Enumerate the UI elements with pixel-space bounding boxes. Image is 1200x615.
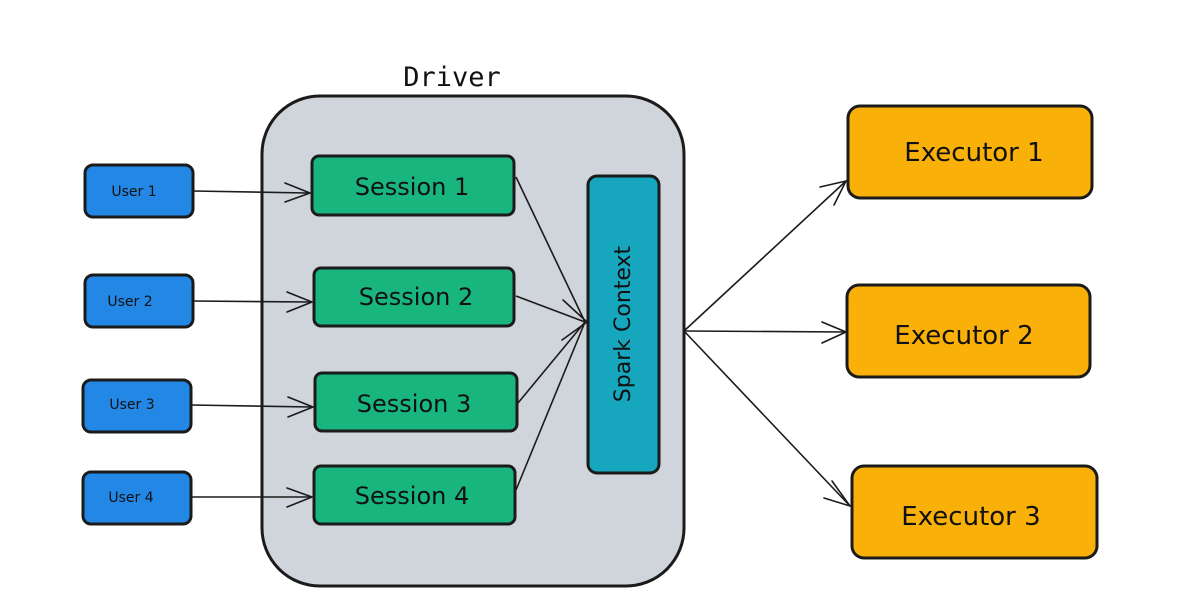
executor-label: Executor 2 — [894, 321, 1033, 351]
user-label: User 3 — [109, 397, 154, 413]
user-label: User 1 — [111, 184, 156, 200]
executor-nodes: Executor 1 Executor 2 Executor 3 — [845, 104, 1099, 560]
user-session-edge — [190, 404, 312, 408]
session-context-edge — [517, 321, 586, 404]
user-label: User 4 — [108, 490, 153, 506]
user-node: User 4 — [81, 470, 193, 526]
session-label: Session 4 — [355, 482, 469, 510]
session-node: Session 3 — [313, 371, 519, 433]
arrowhead — [286, 291, 313, 313]
session-box — [313, 371, 519, 433]
spark-context-box — [586, 174, 661, 475]
user-session-edge — [192, 190, 309, 194]
driver-title: Driver — [403, 62, 501, 93]
user-nodes: User 1 User 2 User 3 User 4 — [81, 163, 195, 526]
session-context-edge — [515, 295, 586, 323]
spark-context-node: Spark Context — [586, 174, 661, 475]
user-label: User 2 — [107, 294, 152, 310]
arrowhead — [561, 299, 588, 341]
session-box — [310, 154, 516, 217]
executor-box — [850, 464, 1099, 560]
session-label: Session 2 — [359, 283, 473, 311]
context-to-executor-edges — [683, 180, 851, 507]
arrowhead — [284, 182, 311, 203]
executor-node: Executor 3 — [850, 464, 1099, 560]
session-context-edge — [515, 176, 586, 323]
user-session-edge — [192, 300, 311, 303]
user-to-session-edges — [190, 182, 314, 508]
executor-node: Executor 2 — [845, 283, 1092, 379]
session-node: Session 1 — [310, 154, 516, 217]
session-context-edge — [515, 321, 586, 491]
arrowhead — [286, 487, 313, 508]
arrowhead — [287, 396, 314, 418]
context-executor-edge — [683, 180, 847, 332]
session-label: Session 1 — [355, 173, 469, 201]
executor-label: Executor 3 — [901, 502, 1040, 532]
session-box — [312, 464, 517, 526]
session-node: Session 4 — [312, 464, 517, 526]
driver-box — [260, 94, 686, 588]
user-node: User 1 — [83, 163, 195, 219]
user-node: User 3 — [81, 378, 193, 434]
arrowhead — [821, 321, 847, 344]
executor-box — [846, 104, 1094, 200]
arrowhead — [823, 480, 851, 507]
session-box — [312, 266, 516, 328]
executor-node: Executor 1 — [846, 104, 1094, 200]
session-label: Session 3 — [357, 390, 471, 418]
executor-box — [845, 283, 1092, 379]
user-box — [81, 378, 193, 434]
spark-context-label: Spark Context — [611, 245, 636, 402]
user-node: User 2 — [83, 273, 195, 329]
session-node: Session 2 — [312, 266, 516, 328]
arrowhead — [819, 180, 847, 206]
session-nodes: Session 1 Session 2 Session 3 Session 4 — [310, 154, 519, 526]
user-box — [81, 470, 193, 526]
session-to-context-edges — [515, 176, 588, 491]
context-executor-edge — [683, 330, 851, 507]
executor-label: Executor 1 — [904, 138, 1043, 168]
context-executor-edge — [683, 330, 847, 333]
driver-container: Driver — [260, 62, 686, 588]
